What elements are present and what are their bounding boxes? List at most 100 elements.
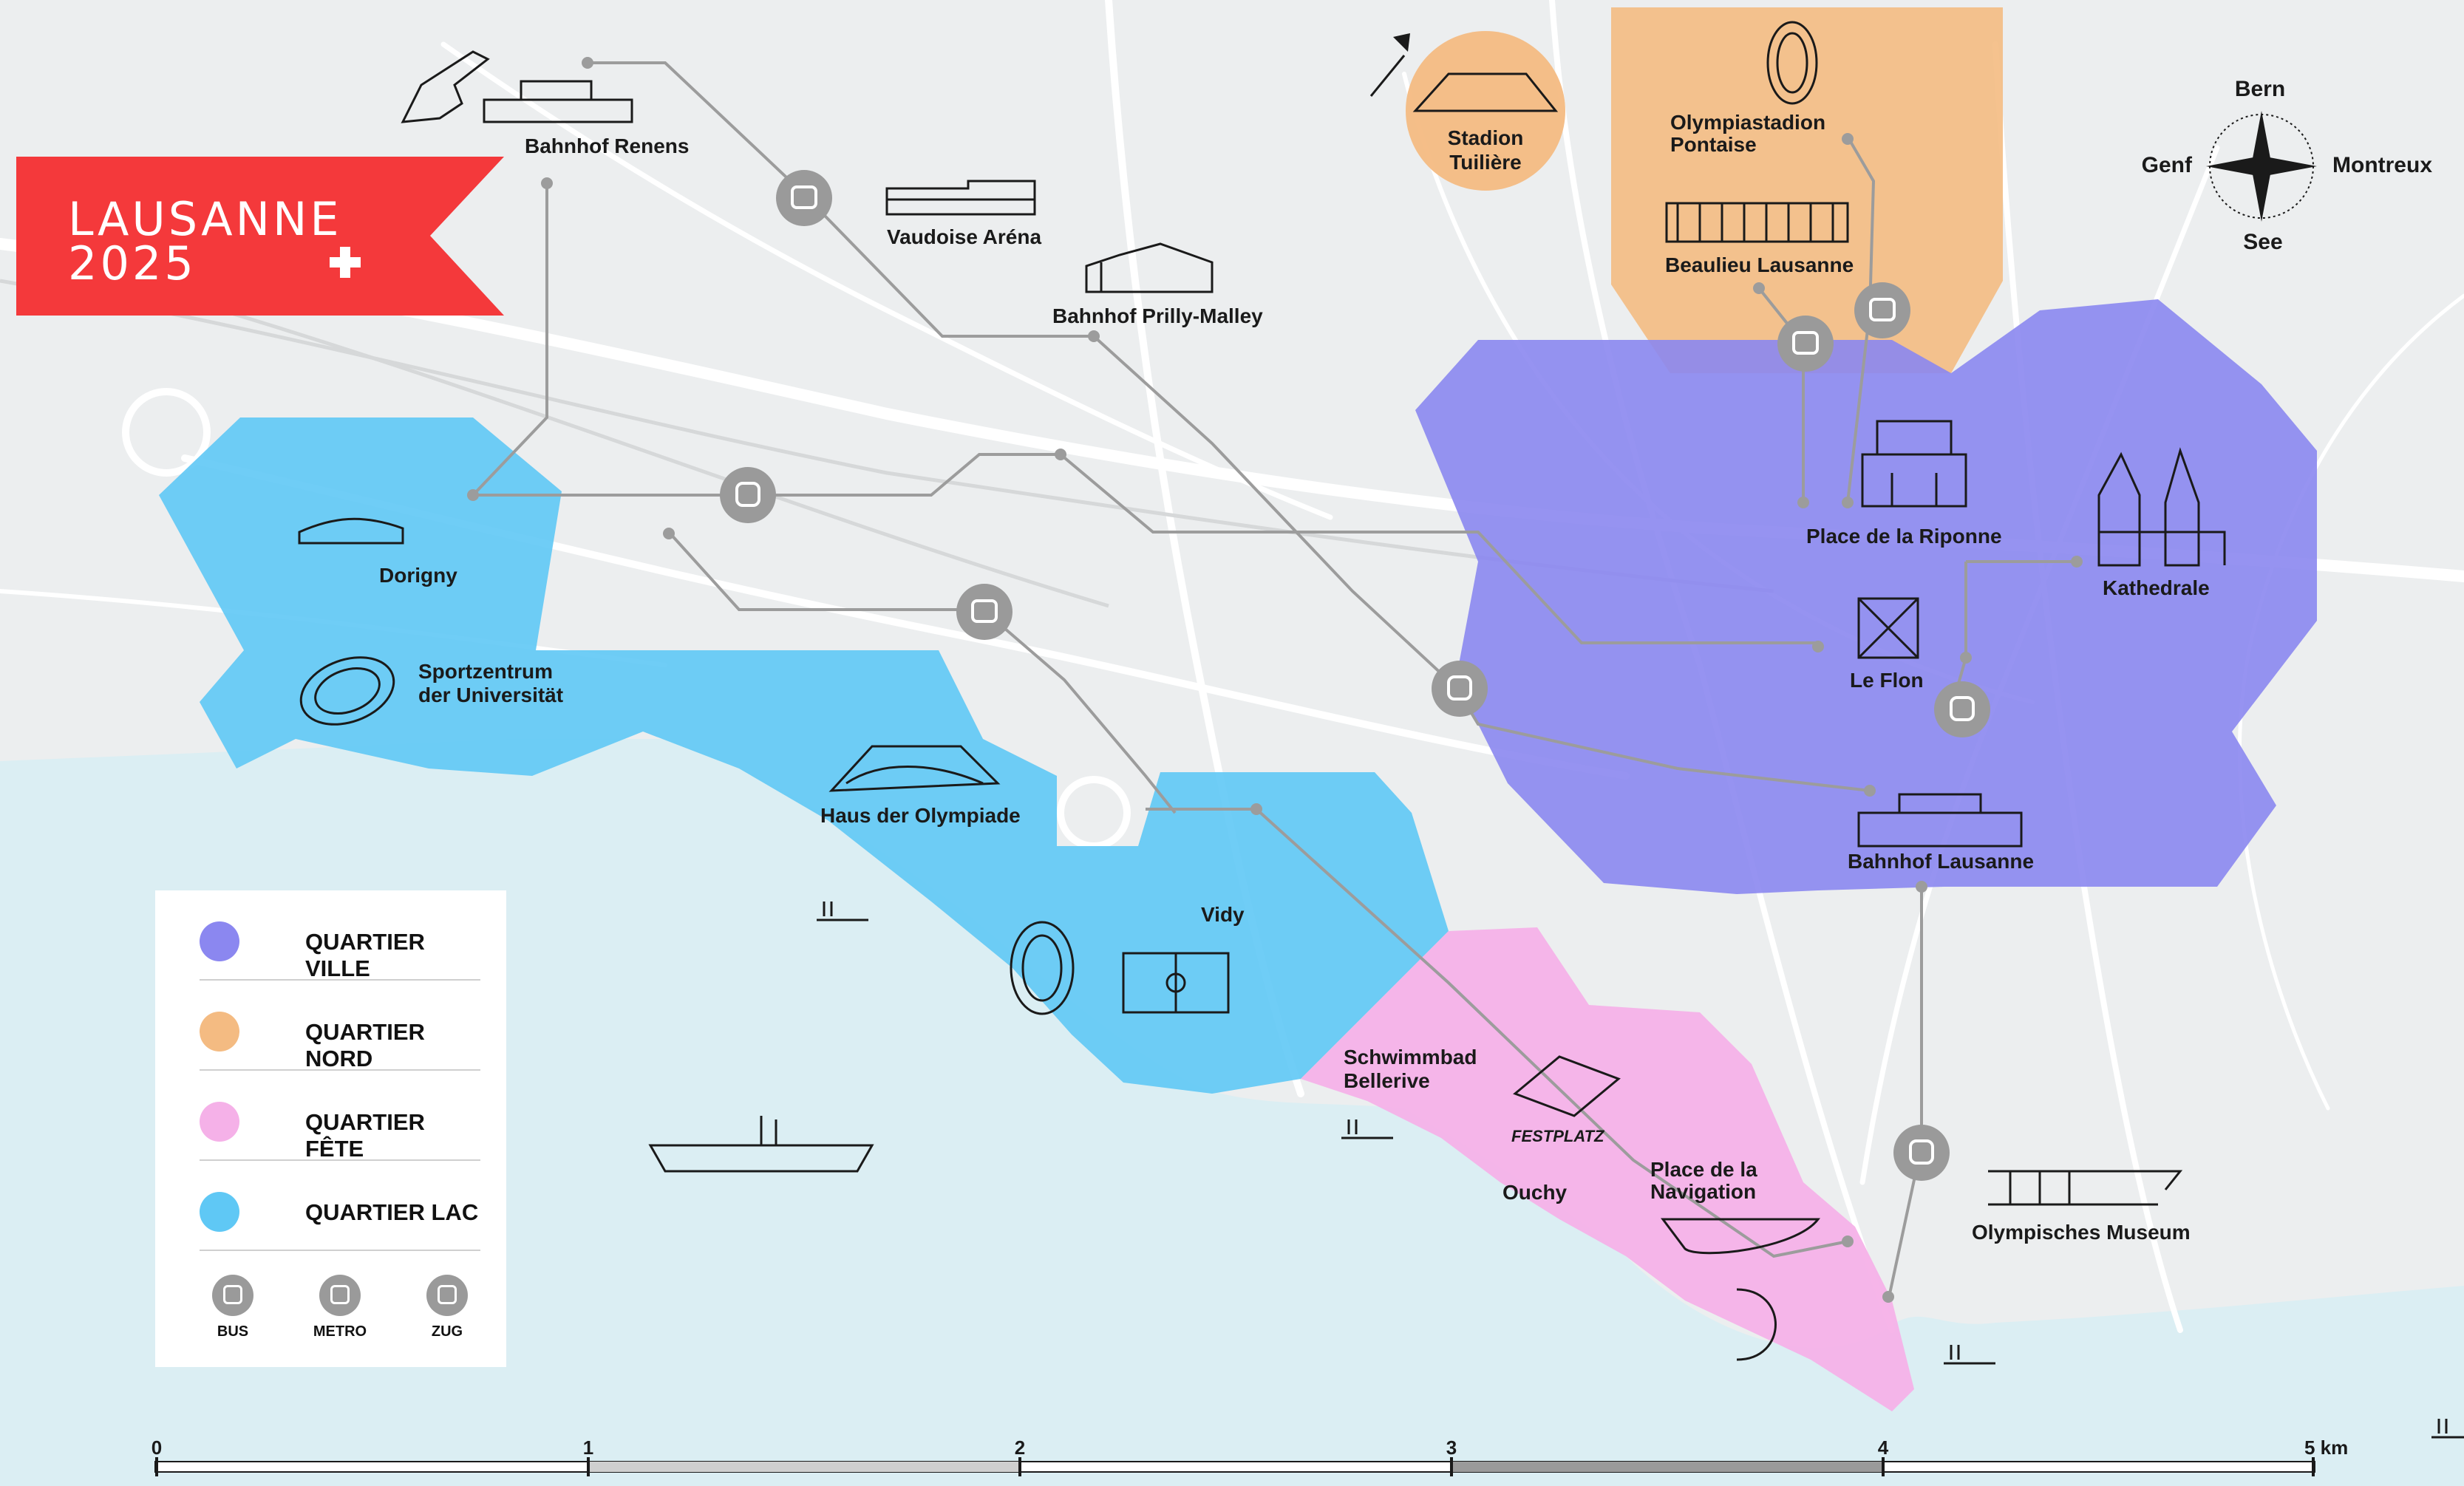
place-labels: Bahnhof Renens Vaudoise Aréna Bahnhof Pr… bbox=[379, 111, 2210, 1244]
lake-water bbox=[0, 739, 2464, 1486]
compass-south: See bbox=[2243, 230, 2282, 254]
compass-icon bbox=[2206, 111, 2317, 222]
transit-stops bbox=[467, 57, 2083, 1303]
steamboat-icon bbox=[648, 1116, 874, 1173]
legend-train-label: ZUG bbox=[431, 1323, 463, 1340]
label-navigation-1[interactable]: Place de la bbox=[1650, 1158, 1757, 1181]
scale-tick-5: 5 km bbox=[2304, 1436, 2348, 1459]
zone-nord[interactable] bbox=[1611, 7, 2003, 373]
label-stadion-tuiliere-2[interactable]: Tuilière bbox=[1449, 151, 1522, 174]
legend-item-lac[interactable]: QUARTIER LAC bbox=[200, 1161, 480, 1251]
label-le-flon[interactable]: Le Flon bbox=[1850, 669, 1924, 692]
train-icon bbox=[426, 1275, 468, 1316]
legend-label-nord: QUARTIER NORD bbox=[305, 1019, 425, 1071]
map-legend: QUARTIER VILLE QUARTIER NORD QUARTIER FÊ… bbox=[155, 890, 506, 1367]
legend-swatch-lac bbox=[200, 1192, 239, 1232]
riponne-palace-icon bbox=[1861, 420, 1967, 508]
label-bahnhof-lausanne[interactable]: Bahnhof Lausanne bbox=[1848, 850, 2034, 873]
label-beaulieu[interactable]: Beaulieu Lausanne bbox=[1665, 253, 1854, 276]
bus-stop-marker[interactable] bbox=[956, 584, 1013, 640]
legend-item-ville[interactable]: QUARTIER VILLE bbox=[200, 890, 480, 981]
legend-bus-label: BUS bbox=[217, 1323, 249, 1340]
olympic-stadium-icon bbox=[1665, 21, 1849, 243]
scale-tick-1: 1 bbox=[583, 1436, 593, 1459]
scale-tick-2: 2 bbox=[1015, 1436, 1025, 1459]
legend-train[interactable]: ZUG bbox=[414, 1275, 480, 1340]
dorigny-icon bbox=[298, 517, 404, 545]
banner-shape bbox=[16, 157, 504, 316]
label-olympiastadion-1[interactable]: Olympiastadion bbox=[1670, 111, 1825, 134]
bus-stop-marker[interactable] bbox=[1777, 316, 1834, 372]
compass-north: Bern bbox=[2235, 77, 2285, 101]
scale-tick-3: 3 bbox=[1446, 1436, 1457, 1459]
cathedral-icon bbox=[2097, 447, 2226, 567]
label-kathedrale[interactable]: Kathedrale bbox=[2103, 576, 2210, 599]
label-olympiastadion-2[interactable]: Pontaise bbox=[1670, 133, 1757, 156]
legend-label-lac: QUARTIER LAC bbox=[305, 1199, 479, 1225]
legend-metro-label: METRO bbox=[313, 1323, 367, 1340]
legend-swatch-ville bbox=[200, 921, 239, 961]
metro-station-marker[interactable] bbox=[1893, 1125, 1950, 1181]
label-stadion-tuiliere-1[interactable]: Stadion bbox=[1448, 126, 1524, 149]
swim-icon bbox=[817, 902, 2464, 1439]
legend-item-nord[interactable]: QUARTIER NORD bbox=[200, 981, 480, 1071]
tuiliere-marker[interactable] bbox=[1369, 31, 1565, 191]
scale-bar: 0 1 2 3 4 5 km bbox=[152, 1436, 2348, 1476]
transit-stations[interactable] bbox=[720, 170, 1990, 1181]
label-schwimmbad-2[interactable]: Bellerive bbox=[1344, 1069, 1430, 1092]
label-ouchy[interactable]: Ouchy bbox=[1502, 1181, 1568, 1204]
brand-line-1: LAUSANNE bbox=[68, 192, 342, 246]
metro-station-marker[interactable] bbox=[1432, 661, 1488, 717]
metro-station-marker[interactable] bbox=[1934, 681, 1990, 737]
label-riponne[interactable]: Place de la Riponne bbox=[1806, 525, 2002, 548]
legend-label-ville: QUARTIER VILLE bbox=[305, 929, 425, 981]
label-navigation-2[interactable]: Navigation bbox=[1650, 1180, 1756, 1203]
label-festplatz[interactable]: FESTPLATZ bbox=[1511, 1127, 1605, 1145]
arena-icon bbox=[885, 180, 1036, 216]
zone-ville[interactable] bbox=[1415, 299, 2317, 894]
legend-transport: BUS METRO ZUG bbox=[200, 1275, 480, 1356]
brand-line-2: 2025 bbox=[68, 236, 197, 290]
zone-fete[interactable] bbox=[1301, 927, 1914, 1411]
label-sportzentrum-2[interactable]: der Universität bbox=[418, 684, 563, 706]
le-flon-icon bbox=[1857, 597, 1919, 659]
scale-tick-4: 4 bbox=[1878, 1436, 1889, 1459]
renens-station-icon bbox=[401, 50, 633, 123]
bus-icon bbox=[212, 1275, 253, 1316]
brand-logo: LAUSANNE 2025 bbox=[68, 192, 342, 290]
legend-label-fete: QUARTIER FÊTE bbox=[305, 1109, 425, 1162]
train-station-marker[interactable] bbox=[720, 467, 776, 523]
legend-bus[interactable]: BUS bbox=[200, 1275, 266, 1340]
legend-metro[interactable]: METRO bbox=[307, 1275, 373, 1340]
swiss-cross-icon bbox=[330, 247, 361, 278]
festplatz-icon bbox=[1513, 1055, 1621, 1117]
legend-swatch-fete bbox=[200, 1102, 239, 1142]
label-bahnhof-prilly[interactable]: Bahnhof Prilly-Malley bbox=[1052, 304, 1263, 327]
athletics-track-icon bbox=[299, 656, 1230, 1015]
zone-lac[interactable] bbox=[159, 417, 1449, 1094]
brand-banner: LAUSANNE 2025 bbox=[16, 157, 504, 316]
label-dorigny[interactable]: Dorigny bbox=[379, 564, 457, 587]
label-vaudoise-arena[interactable]: Vaudoise Aréna bbox=[887, 225, 1041, 248]
label-vidy[interactable]: Vidy bbox=[1201, 903, 1245, 926]
compass-west: Genf bbox=[2142, 153, 2193, 177]
haus-olympiade-icon bbox=[828, 745, 1001, 792]
label-schwimmbad-1[interactable]: Schwimmbad bbox=[1344, 1046, 1477, 1069]
label-sportzentrum-1[interactable]: Sportzentrum bbox=[418, 660, 553, 683]
prilly-station-icon bbox=[1085, 242, 1214, 293]
legend-swatch-nord bbox=[200, 1012, 239, 1052]
scale-tick-0: 0 bbox=[152, 1436, 162, 1459]
arrow-up-right-icon bbox=[1393, 33, 1410, 52]
metro-icon bbox=[319, 1275, 361, 1316]
bus-stop-marker[interactable] bbox=[1854, 282, 1910, 338]
bus-stop-marker[interactable] bbox=[776, 170, 832, 226]
navigation-icon bbox=[1661, 1218, 1821, 1361]
label-bahnhof-renens[interactable]: Bahnhof Renens bbox=[525, 134, 689, 157]
label-museum[interactable]: Olympisches Museum bbox=[1972, 1221, 2191, 1244]
compass-east: Montreux bbox=[2332, 153, 2432, 177]
bahnhof-lausanne-icon bbox=[1857, 793, 2023, 848]
legend-item-fete[interactable]: QUARTIER FÊTE bbox=[200, 1071, 480, 1162]
label-haus-olympiade[interactable]: Haus der Olympiade bbox=[820, 804, 1021, 827]
landmark-icons bbox=[298, 21, 2464, 1439]
museum-icon bbox=[1988, 1170, 2183, 1206]
